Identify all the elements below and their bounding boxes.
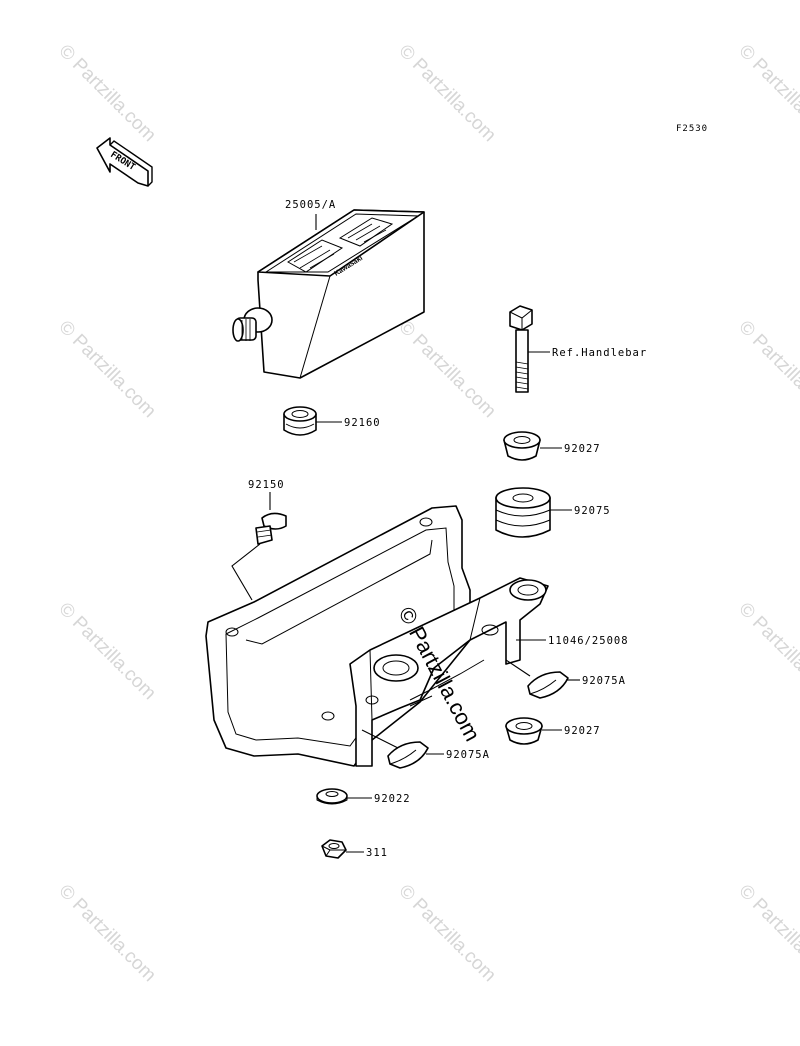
callout-92075a-left: 92075A <box>446 749 490 761</box>
leader-line <box>231 543 261 601</box>
screw-part <box>255 512 287 545</box>
watermark: © Partzilla.com <box>734 317 800 422</box>
watermark: © Partzilla.com <box>394 881 499 986</box>
callout-92027-bottom: 92027 <box>564 725 601 737</box>
watermark: © Partzilla.com <box>394 317 499 422</box>
grommet-part <box>283 406 317 436</box>
callout-meter: 25005/A <box>285 199 336 211</box>
watermark: © Partzilla.com <box>734 41 800 146</box>
watermark: © Partzilla.com <box>734 599 800 704</box>
callout-92075a-right: 92075A <box>582 675 626 687</box>
watermark: © Partzilla.com <box>734 881 800 986</box>
front-arrow-icon: FRONT <box>96 137 153 187</box>
callout-311: 311 <box>366 847 388 859</box>
pad-part <box>527 671 569 699</box>
callout-92022: 92022 <box>374 793 411 805</box>
watermark: © Partzilla.com <box>394 41 499 146</box>
collar-part <box>503 431 541 461</box>
watermark: © Partzilla.com <box>54 41 159 146</box>
watermark: © Partzilla.com <box>54 599 159 704</box>
bracket-part <box>349 577 549 767</box>
meter-part: Kawasaki <box>232 209 425 379</box>
nut-part <box>321 839 347 859</box>
pad-part <box>387 741 429 769</box>
leader-line <box>505 659 531 677</box>
callout-92150: 92150 <box>248 479 285 491</box>
watermark: © Partzilla.com <box>54 881 159 986</box>
collar-part <box>505 717 543 745</box>
rubber-mount-part <box>495 487 551 538</box>
bolt-part <box>509 305 533 393</box>
callout-bracket: 11046/25008 <box>548 635 629 647</box>
washer-part <box>316 788 348 805</box>
callout-92027-top: 92027 <box>564 443 601 455</box>
callout-92160: 92160 <box>344 417 381 429</box>
callout-92075: 92075 <box>574 505 611 517</box>
watermark: © Partzilla.com <box>54 317 159 422</box>
callout-ref-handlebar: Ref.Handlebar <box>552 347 647 359</box>
figure-code: F2530 <box>676 124 708 134</box>
